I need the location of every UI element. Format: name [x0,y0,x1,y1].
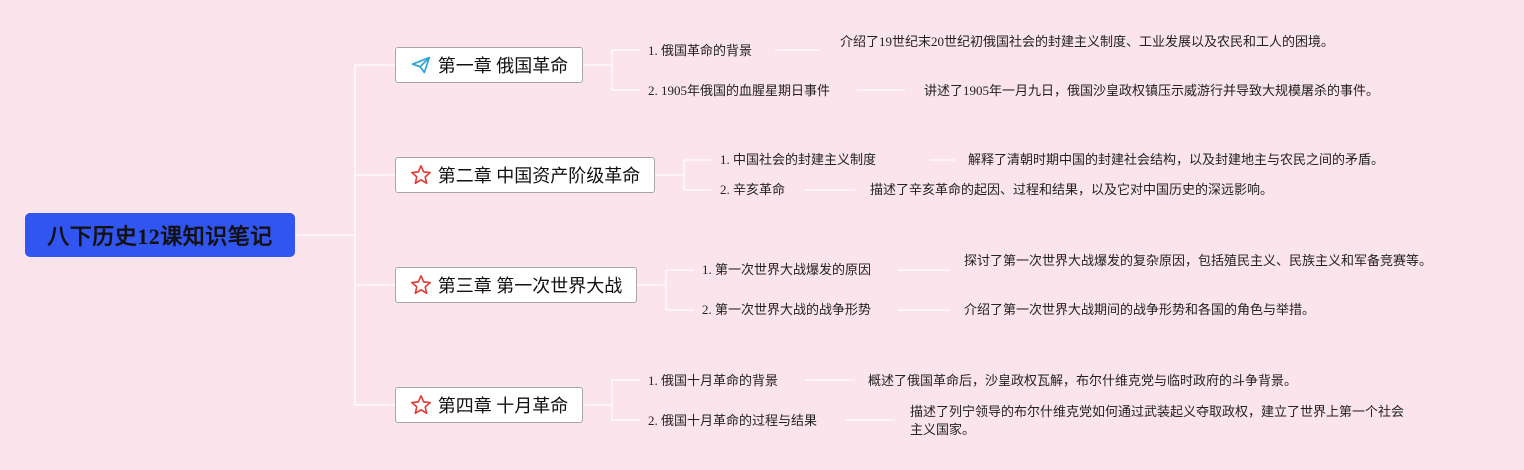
section-label[interactable]: 2. 1905年俄国的血腥星期日事件 [648,83,831,98]
chapter-node-4[interactable]: 第四章 十月革命 [395,387,583,423]
chapter-title: 第四章 十月革命 [437,396,569,416]
star-icon [410,164,432,186]
star-icon [410,274,432,296]
star-icon [410,394,432,416]
chapter-node-3[interactable]: 第三章 第一次世界大战 [395,267,637,303]
section-description: 解释了清朝时期中国的封建社会结构，以及封建地主与农民之间的矛盾。 [968,152,1385,167]
chapter-title: 第二章 中国资产阶级革命 [437,166,641,186]
section-label[interactable]: 1. 中国社会的封建主义制度 [720,152,877,167]
section-description: 探讨了第一次世界大战爆发的复杂原因，包括殖民主义、民族主义和军备竞赛等。 [964,253,1433,268]
section-label[interactable]: 1. 第一次世界大战爆发的原因 [702,262,872,277]
root-node[interactable]: 八下历史12课知识笔记 [25,213,295,257]
paper-plane-icon [410,54,432,76]
chapter-title: 第三章 第一次世界大战 [437,276,623,296]
section-label[interactable]: 2. 第一次世界大战的战争形势 [702,302,872,317]
root-title: 八下历史12课知识笔记 [47,224,273,249]
section-description: 描述了列宁领导的布尔什维克党如何通过武装起义夺取政权，建立了世界上第一个社会主义… [910,404,1405,437]
section-description: 描述了辛亥革命的起因、过程和结果，以及它对中国历史的深远影响。 [870,182,1274,197]
section-description: 概述了俄国革命后，沙皇政权瓦解，布尔什维克党与临时政府的斗争背景。 [868,373,1298,388]
section-label[interactable]: 1. 俄国革命的背景 [648,43,753,58]
section-label[interactable]: 2. 辛亥革命 [720,182,786,197]
section-description: 介绍了19世纪末20世纪初俄国社会的封建主义制度、工业发展以及农民和工人的困境。 [840,34,1335,49]
chapter-node-1[interactable]: 第一章 俄国革命 [395,47,583,83]
section-description: 介绍了第一次世界大战期间的战争形势和各国的角色与举措。 [964,302,1316,317]
section-label[interactable]: 2. 俄国十月革命的过程与结果 [648,413,818,428]
section-description: 讲述了1905年一月九日，俄国沙皇政权镇压示威游行并导致大规模屠杀的事件。 [924,83,1380,98]
chapter-title: 第一章 俄国革命 [437,56,569,76]
chapter-node-2[interactable]: 第二章 中国资产阶级革命 [395,157,655,193]
section-label[interactable]: 1. 俄国十月革命的背景 [648,373,779,388]
